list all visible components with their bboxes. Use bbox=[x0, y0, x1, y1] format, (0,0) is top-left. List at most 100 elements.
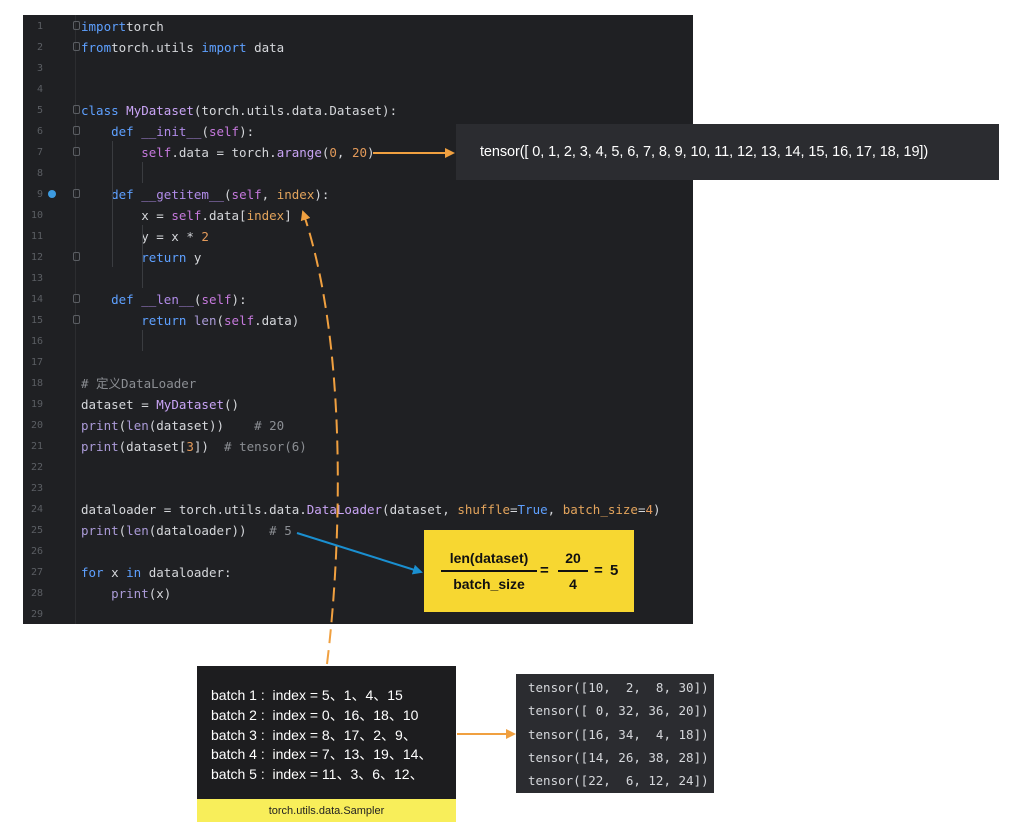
line-number: 13 bbox=[30, 273, 43, 284]
code-line[interactable]: 12 return y bbox=[23, 247, 693, 268]
code-line[interactable]: 4 bbox=[23, 79, 693, 100]
line-number: 19 bbox=[30, 399, 43, 410]
code-text: # 定义DataLoader bbox=[81, 376, 197, 391]
code-text: return y bbox=[141, 250, 202, 265]
code-line[interactable]: 26 bbox=[23, 541, 693, 562]
line-number: 16 bbox=[30, 336, 43, 347]
line-number: 25 bbox=[30, 525, 43, 536]
code-text: print(dataset[3]) # tensor(6) bbox=[81, 439, 307, 454]
code-text: dataloader = torch.utils.data.DataLoader… bbox=[81, 502, 661, 517]
fold-marker-icon[interactable] bbox=[73, 189, 80, 198]
fold-marker-icon[interactable] bbox=[73, 252, 80, 261]
output-line: tensor([ 0, 32, 36, 20]) bbox=[528, 703, 709, 718]
formula-denominator: batch_size bbox=[453, 576, 525, 592]
line-number: 4 bbox=[36, 84, 43, 95]
arange-output-text: tensor([ 0, 1, 2, 3, 4, 5, 6, 7, 8, 9, 1… bbox=[480, 144, 929, 160]
formula-equals-2: = bbox=[594, 562, 603, 579]
code-line[interactable]: 23 bbox=[23, 478, 693, 499]
fold-marker-icon[interactable] bbox=[73, 315, 80, 324]
code-text: def __len__(self): bbox=[111, 292, 247, 307]
line-number: 11 bbox=[30, 231, 43, 242]
line-number-gutter bbox=[23, 15, 76, 624]
code-text: x = self.data[index] bbox=[81, 208, 292, 223]
fold-marker-icon[interactable] bbox=[73, 126, 80, 135]
line-number: 27 bbox=[30, 567, 43, 578]
code-text: fromtorch.utils import data bbox=[81, 40, 285, 55]
line-number: 7 bbox=[36, 147, 43, 158]
code-line[interactable]: 22 bbox=[23, 457, 693, 478]
len-arrow bbox=[296, 532, 423, 575]
code-line[interactable]: 16 bbox=[23, 331, 693, 352]
index-dashed-arrow bbox=[300, 210, 339, 665]
output-line: tensor([10, 2, 8, 30]) bbox=[528, 680, 709, 695]
code-line[interactable]: 9 def __getitem__(self, index): bbox=[23, 184, 693, 205]
formula-num-20: 20 bbox=[565, 550, 581, 566]
line-number: 17 bbox=[30, 357, 43, 368]
line-number: 20 bbox=[30, 420, 43, 431]
code-line[interactable]: 15 return len(self.data) bbox=[23, 310, 693, 331]
line-number: 3 bbox=[36, 63, 43, 74]
batch-line: batch 4 : index = 7、13、19、14、 bbox=[211, 746, 433, 762]
indent-guide bbox=[142, 162, 143, 183]
code-line[interactable]: 8 bbox=[23, 163, 693, 184]
arange-output-box: tensor([ 0, 1, 2, 3, 4, 5, 6, 7, 8, 9, 1… bbox=[456, 124, 999, 180]
code-line[interactable]: 18 # 定义DataLoader bbox=[23, 373, 693, 394]
fold-marker-icon[interactable] bbox=[73, 42, 80, 51]
code-text: print(x) bbox=[111, 586, 172, 601]
line-number: 12 bbox=[30, 252, 43, 263]
code-line[interactable]: 7 self.data = torch.arange(0, 20) bbox=[23, 142, 693, 163]
override-marker-icon[interactable] bbox=[48, 190, 56, 198]
code-line[interactable]: 6 def __init__(self): bbox=[23, 121, 693, 142]
line-number: 14 bbox=[30, 294, 43, 305]
code-line[interactable]: 28 print(x) bbox=[23, 583, 693, 604]
code-line[interactable]: 24 dataloader = torch.utils.data.DataLoad… bbox=[23, 499, 693, 520]
code-line[interactable]: 13 bbox=[23, 268, 693, 289]
line-number: 26 bbox=[30, 546, 43, 557]
line-number: 23 bbox=[30, 483, 43, 494]
line-number: 28 bbox=[30, 588, 43, 599]
code-line[interactable]: 19 dataset = MyDataset() bbox=[23, 394, 693, 415]
batch-output-box: tensor([10, 2, 8, 30]) tensor([ 0, 32, 3… bbox=[516, 674, 714, 793]
code-line[interactable]: 14 def __len__(self): bbox=[23, 289, 693, 310]
code-line[interactable]: 29 bbox=[23, 604, 693, 624]
batch-line: batch 5 : index = 11、3、6、12、 bbox=[211, 766, 424, 782]
code-line[interactable]: 3 bbox=[23, 58, 693, 79]
formula-fraction-line-2 bbox=[558, 570, 588, 572]
line-number: 15 bbox=[30, 315, 43, 326]
line-number: 6 bbox=[36, 126, 43, 137]
fold-marker-icon[interactable] bbox=[73, 294, 80, 303]
line-number: 10 bbox=[30, 210, 43, 221]
line-number: 24 bbox=[30, 504, 43, 515]
indent-guide bbox=[112, 225, 113, 267]
formula-result: 5 bbox=[610, 562, 619, 579]
code-text: return len(self.data) bbox=[141, 313, 300, 328]
code-line[interactable]: 17 bbox=[23, 352, 693, 373]
output-line: tensor([14, 26, 38, 28]) bbox=[528, 750, 709, 765]
code-line[interactable]: 11 y = x * 2 bbox=[23, 226, 693, 247]
line-number: 22 bbox=[30, 462, 43, 473]
formula-den-4: 4 bbox=[569, 576, 577, 592]
line-number: 29 bbox=[30, 609, 43, 620]
indent-guide bbox=[112, 141, 113, 225]
line-number: 8 bbox=[36, 168, 43, 179]
fold-marker-icon[interactable] bbox=[73, 147, 80, 156]
line-number: 5 bbox=[36, 105, 43, 116]
code-text: self.data = torch.arange(0, 20) bbox=[141, 145, 375, 160]
code-text: dataset = MyDataset() bbox=[81, 397, 240, 412]
code-line[interactable]: 27 for x in dataloader: bbox=[23, 562, 693, 583]
code-line[interactable]: 10 x = self.data[index] bbox=[23, 205, 693, 226]
fold-marker-icon[interactable] bbox=[73, 21, 80, 30]
code-text: def __getitem__(self, index): bbox=[111, 187, 330, 202]
code-text: for x in dataloader: bbox=[81, 565, 232, 580]
fold-marker-icon[interactable] bbox=[73, 105, 80, 114]
line-number: 18 bbox=[30, 378, 43, 389]
formula-numerator: len(dataset) bbox=[449, 550, 529, 566]
